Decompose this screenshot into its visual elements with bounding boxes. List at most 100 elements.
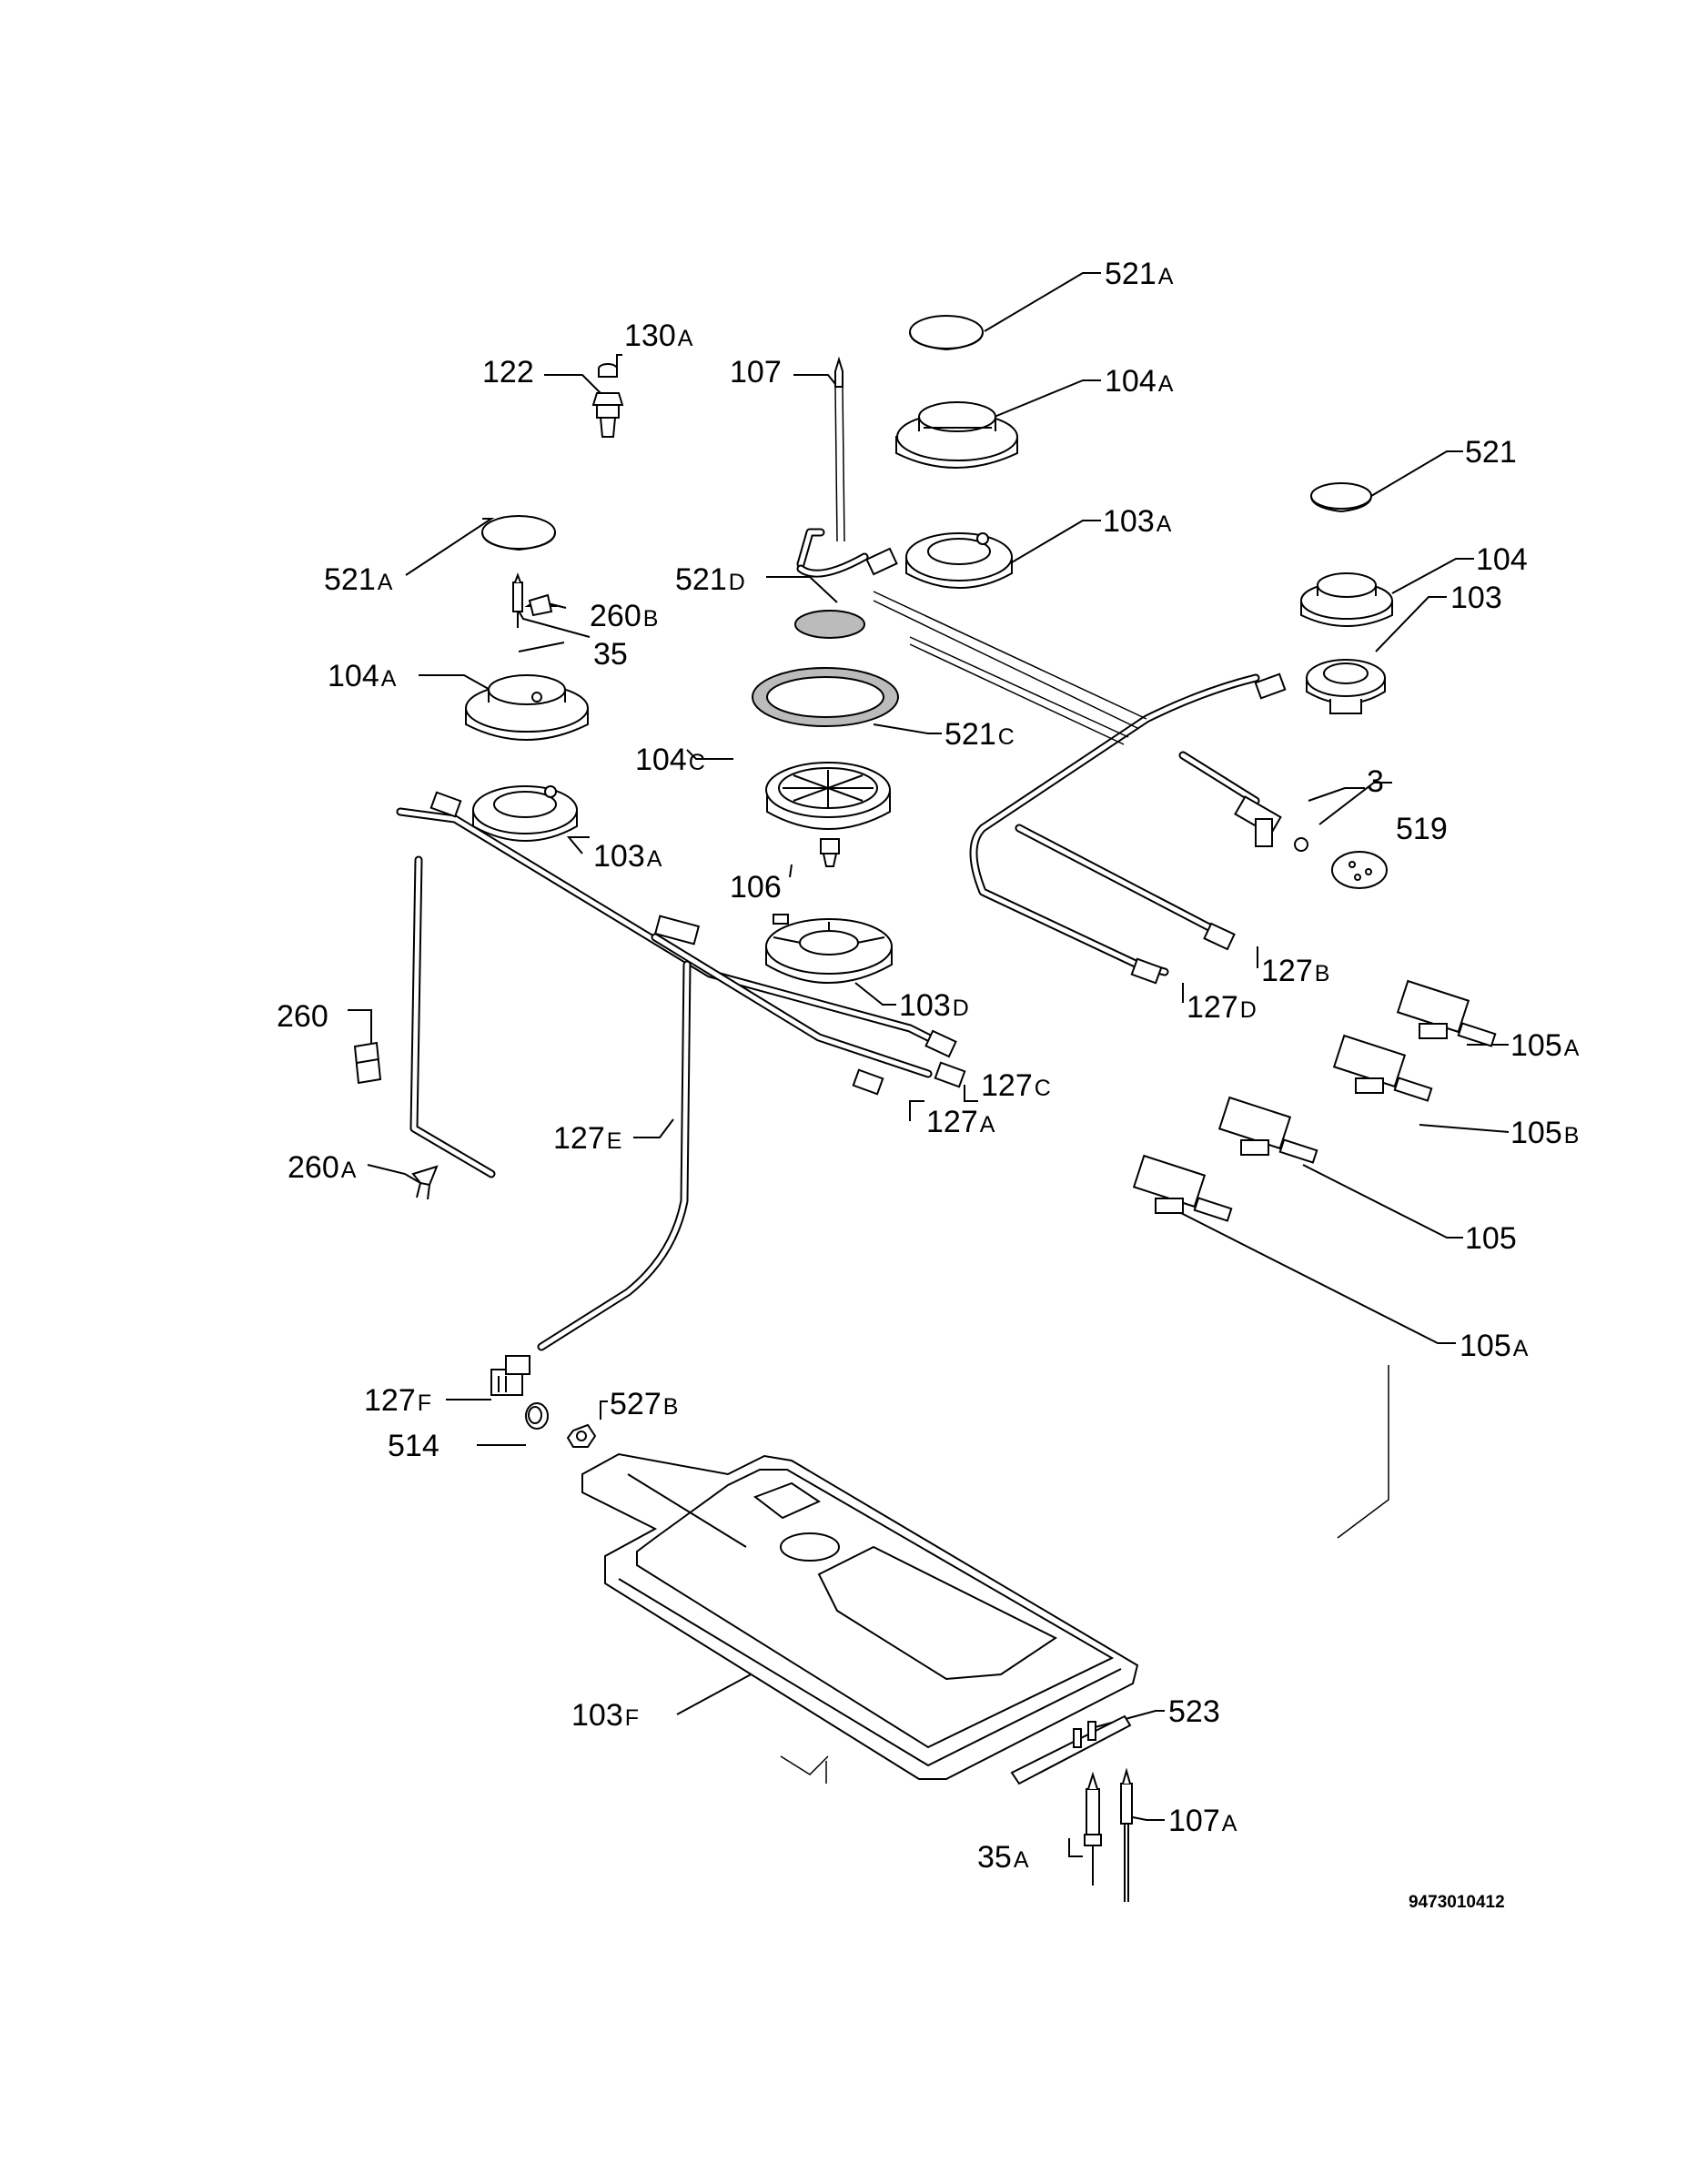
callout-number: 35 — [593, 637, 628, 672]
callout-number: 105 — [1465, 1221, 1517, 1256]
callout-label-103d: 103D — [899, 988, 969, 1023]
burner-caps — [481, 315, 1372, 639]
burner-cap-521d — [794, 610, 865, 639]
callout-number: 127 — [926, 1105, 978, 1139]
callout-labels: 521A 130A 122 107 104A 521 103A 521A 521… — [277, 257, 1580, 1875]
callout-label-127c: 127C — [981, 1068, 1051, 1103]
bracket-523 — [1010, 1714, 1132, 1785]
callout-number: 127 — [981, 1068, 1033, 1103]
callout-number: 106 — [730, 870, 782, 905]
callout-label-107: 107 — [730, 355, 782, 389]
callout-label-521a-left: 521A — [324, 562, 393, 597]
callout-number: 104 — [635, 743, 687, 777]
callout-number: 122 — [482, 355, 534, 389]
gas-tap-105b — [1332, 1034, 1433, 1102]
burner-crowns — [465, 401, 1393, 830]
injector-130a — [598, 363, 618, 378]
callout-label-514: 514 — [388, 1429, 439, 1463]
callout-number: 514 — [388, 1429, 439, 1463]
callout-number: 127 — [364, 1383, 416, 1418]
callout-suffix: A — [378, 570, 393, 595]
callout-suffix: A — [1014, 1847, 1029, 1873]
callout-suffix: A — [1157, 511, 1172, 537]
callout-number: 103 — [571, 1698, 623, 1733]
callout-label-105a-top: 105A — [1510, 1028, 1580, 1063]
burner-crown-104a-left — [465, 674, 589, 741]
callout-label-260: 260 — [277, 999, 328, 1034]
callout-number: 104 — [1105, 364, 1157, 399]
callout-label-103: 103 — [1450, 581, 1502, 615]
callout-number: 105 — [1460, 1329, 1511, 1363]
callout-number: 521 — [1105, 257, 1157, 291]
callout-suffix: A — [1513, 1336, 1529, 1361]
callout-label-519: 519 — [1396, 812, 1448, 846]
plate-519 — [1331, 851, 1388, 889]
gas-tap-105a-top — [1396, 979, 1497, 1047]
ignition-parts — [1010, 1714, 1133, 1902]
callout-label-35: 35 — [593, 637, 628, 672]
clip-260b — [528, 593, 553, 617]
callout-label-104a-top: 104A — [1105, 364, 1174, 399]
elbow-127f — [490, 1355, 530, 1396]
small-parts — [353, 356, 1388, 1448]
callout-number: 35 — [977, 1840, 1012, 1875]
callout-suffix: F — [418, 1390, 431, 1416]
callout-number: 105 — [1510, 1116, 1562, 1150]
callout-number: 103 — [593, 839, 645, 874]
callout-number: 527 — [610, 1387, 662, 1421]
callout-label-103a-top: 103A — [1103, 504, 1172, 539]
electrode-35 — [512, 572, 523, 628]
callout-suffix: B — [1315, 961, 1330, 986]
callout-label-104c: 104C — [635, 743, 705, 777]
callout-label-104: 104 — [1476, 542, 1528, 577]
callout-suffix: A — [1564, 1036, 1580, 1061]
callout-label-521c: 521C — [944, 717, 1015, 752]
callout-suffix: C — [689, 750, 705, 775]
callout-label-527b: 527B — [610, 1387, 678, 1421]
burner-cap-521a-left — [481, 515, 556, 551]
burner-cap-521a-top — [909, 315, 984, 351]
callout-suffix: E — [607, 1128, 622, 1154]
callout-suffix: A — [1222, 1811, 1237, 1836]
callout-label-104a-left: 104A — [328, 659, 397, 693]
callout-label-35a: 35A — [977, 1840, 1029, 1875]
callout-number: 523 — [1168, 1694, 1220, 1729]
gas-tap-105a-bottom — [1132, 1154, 1233, 1222]
gas-pipes — [396, 386, 1389, 1784]
callout-label-105: 105 — [1465, 1221, 1517, 1256]
callout-number: 260 — [590, 599, 641, 633]
callout-label-127b: 127B — [1261, 954, 1329, 988]
callout-suffix: A — [1158, 371, 1174, 397]
callout-suffix: A — [341, 1158, 357, 1183]
callout-label-260b: 260B — [590, 599, 658, 633]
callout-suffix: C — [1035, 1076, 1051, 1101]
callout-number: 521 — [324, 562, 376, 597]
burner-crown-104c — [765, 762, 891, 830]
callout-label-105a-bottom: 105A — [1460, 1329, 1529, 1363]
callout-label-103f: 103F — [571, 1698, 639, 1733]
leader-lines — [348, 272, 1510, 1857]
callout-number: 107 — [730, 355, 782, 389]
gas-tap-105 — [1217, 1096, 1318, 1164]
callout-number: 104 — [1476, 542, 1528, 577]
callout-label-127d: 127D — [1187, 990, 1257, 1025]
bottom-tray-103f — [581, 1452, 1139, 1780]
callout-label-127f: 127F — [364, 1383, 431, 1418]
callout-suffix: D — [1240, 997, 1257, 1023]
callout-label-523: 523 — [1168, 1694, 1220, 1729]
callout-number: 107 — [1168, 1804, 1220, 1838]
callout-suffix: D — [953, 996, 969, 1021]
nut-527b — [566, 1423, 597, 1448]
callout-number: 521 — [1465, 435, 1517, 470]
callout-label-3: 3 — [1367, 764, 1384, 799]
gas-taps — [1132, 979, 1497, 1222]
callout-number: 105 — [1510, 1028, 1562, 1063]
callout-number: 521 — [944, 717, 996, 752]
burner-base-103a-top — [905, 532, 1013, 589]
callout-label-130a: 130A — [624, 318, 693, 353]
callout-suffix: A — [381, 666, 397, 692]
injector-106 — [820, 838, 840, 867]
callout-number: 127 — [1187, 990, 1238, 1025]
callout-suffix: A — [1158, 264, 1174, 289]
